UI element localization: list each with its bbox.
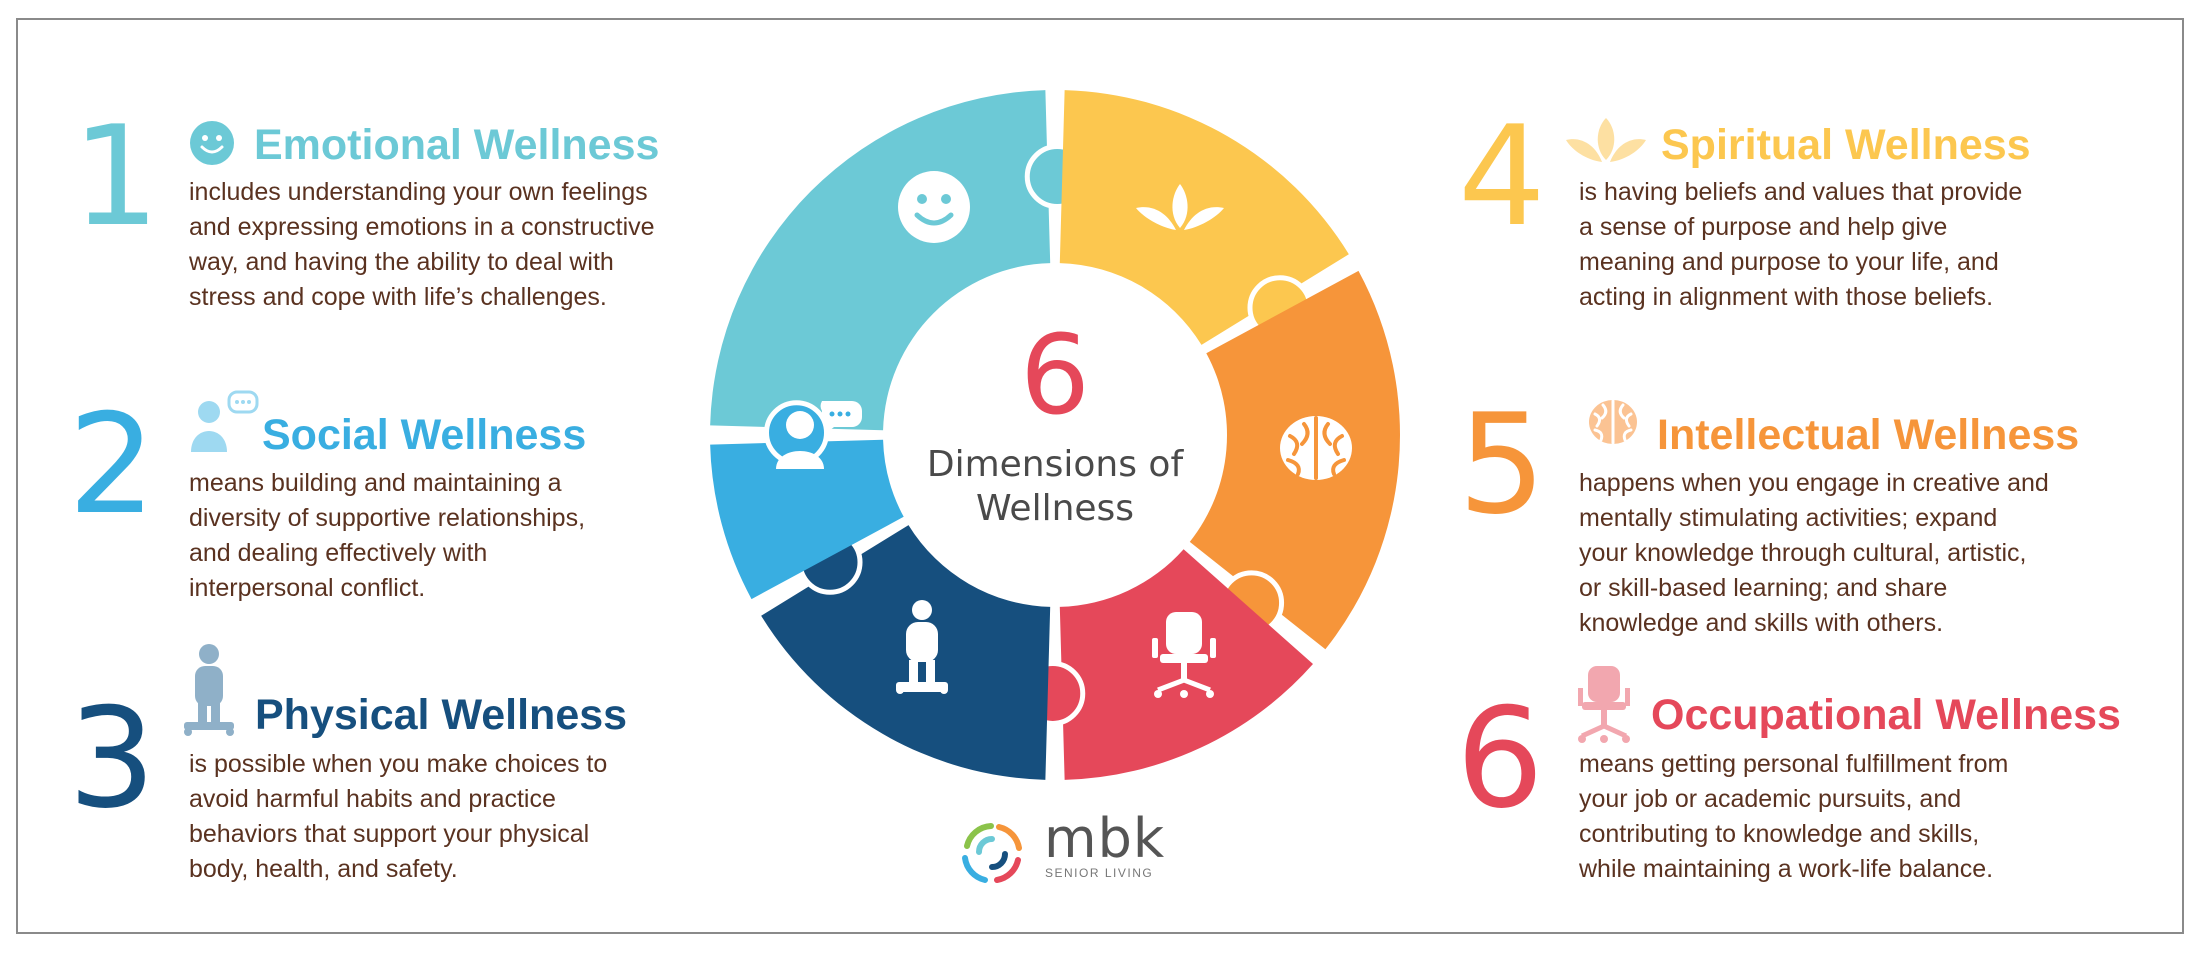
description-line: diversity of supportive relationships,: [189, 504, 586, 532]
center-number: 6: [1020, 311, 1090, 439]
dimension-number-4: 4: [1458, 96, 1546, 257]
person-chat-icon: [776, 401, 862, 469]
logo-wordmark: mbk: [1044, 807, 1166, 870]
smiley-icon: [190, 121, 234, 165]
puzzle-wheel: [710, 90, 1400, 780]
brain-icon: [1280, 416, 1352, 480]
description-line: means building and maintaining a: [189, 469, 562, 497]
description-line: behaviors that support your physical: [189, 820, 590, 848]
description-line: knowledge and skills with others.: [1579, 609, 1944, 637]
description-line: avoid harmful habits and practice: [189, 785, 556, 813]
dimension-description-2: means building and maintaining a diversi…: [189, 466, 585, 606]
description-line: meaning and purpose to your life, and: [1579, 248, 1999, 276]
dimension-number-6: 6: [1456, 678, 1544, 839]
puzzle-segment-social: [710, 439, 904, 600]
center-title: Dimensions of Wellness: [926, 444, 1184, 529]
mbk-logo-icon: [962, 823, 1022, 883]
description-line: and dealing effectively with: [189, 539, 488, 567]
description-line: is having beliefs and values that provid…: [1579, 178, 2023, 206]
dimension-description-1: includes understanding your own feelings…: [189, 175, 655, 315]
person-scale-icon: [184, 644, 234, 736]
description-line: includes understanding your own feelings: [189, 178, 648, 206]
office-chair-icon: [1578, 666, 1630, 743]
description-line: stress and cope with life’s challenges.: [189, 283, 607, 311]
office-chair-icon: [1152, 612, 1216, 698]
smiley-icon: [898, 171, 970, 243]
description-line: way, and having the ability to deal with: [189, 248, 614, 276]
puzzle-segment-emotional: [710, 90, 1051, 431]
description-line: means getting personal fulfillment from: [1579, 750, 2009, 778]
dimension-description-4: is having beliefs and values that provid…: [1579, 175, 2022, 315]
description-line: body, health, and safety.: [189, 855, 458, 883]
dimension-title-4: Spiritual Wellness: [1661, 121, 2031, 169]
description-line: your knowledge through cultural, artisti…: [1579, 539, 2027, 567]
infographic-frame: [16, 18, 2184, 934]
logo-subtitle: SENIOR LIVING: [1045, 866, 1154, 880]
dimension-number-2: 2: [68, 384, 156, 545]
dimension-title-3: Physical Wellness: [255, 691, 628, 739]
description-line: your job or academic pursuits, and: [1579, 785, 1962, 813]
dimension-title-2: Social Wellness: [262, 411, 587, 459]
dimension-number-5: 5: [1458, 384, 1546, 545]
description-line: a sense of purpose and help give: [1579, 213, 1948, 241]
dimension-title-5: Intellectual Wellness: [1657, 411, 2080, 459]
description-line: happens when you engage in creative and: [1579, 469, 2049, 497]
person-scale-icon: [896, 600, 948, 694]
description-line: or skill-based learning; and share: [1579, 574, 1948, 602]
description-line: contributing to knowledge and skills,: [1579, 820, 1980, 848]
dimension-number-1: 1: [72, 96, 160, 257]
dimension-description-5: happens when you engage in creative and …: [1579, 466, 2049, 641]
dimension-description-3: is possible when you make choices to avo…: [189, 747, 607, 887]
description-line: mentally stimulating activities; expand: [1579, 504, 1998, 532]
lotus-icon: [1566, 118, 1646, 162]
description-line: is possible when you make choices to: [189, 750, 608, 778]
description-line: while maintaining a work-life balance.: [1579, 855, 1994, 883]
person-chat-icon: [191, 390, 259, 452]
dimension-title-1: Emotional Wellness: [254, 121, 660, 169]
brain-icon: [1589, 399, 1637, 445]
dimension-title-6: Occupational Wellness: [1651, 691, 2121, 739]
description-line: interpersonal conflict.: [189, 574, 426, 602]
dimension-number-3: 3: [68, 678, 156, 839]
description-line: acting in alignment with those beliefs.: [1579, 283, 1994, 311]
dimension-description-6: means getting personal fulfillment from …: [1579, 747, 2008, 887]
description-line: and expressing emotions in a constructiv…: [189, 213, 655, 241]
wheel-center: [885, 265, 1225, 605]
lotus-icon: [1136, 184, 1224, 230]
